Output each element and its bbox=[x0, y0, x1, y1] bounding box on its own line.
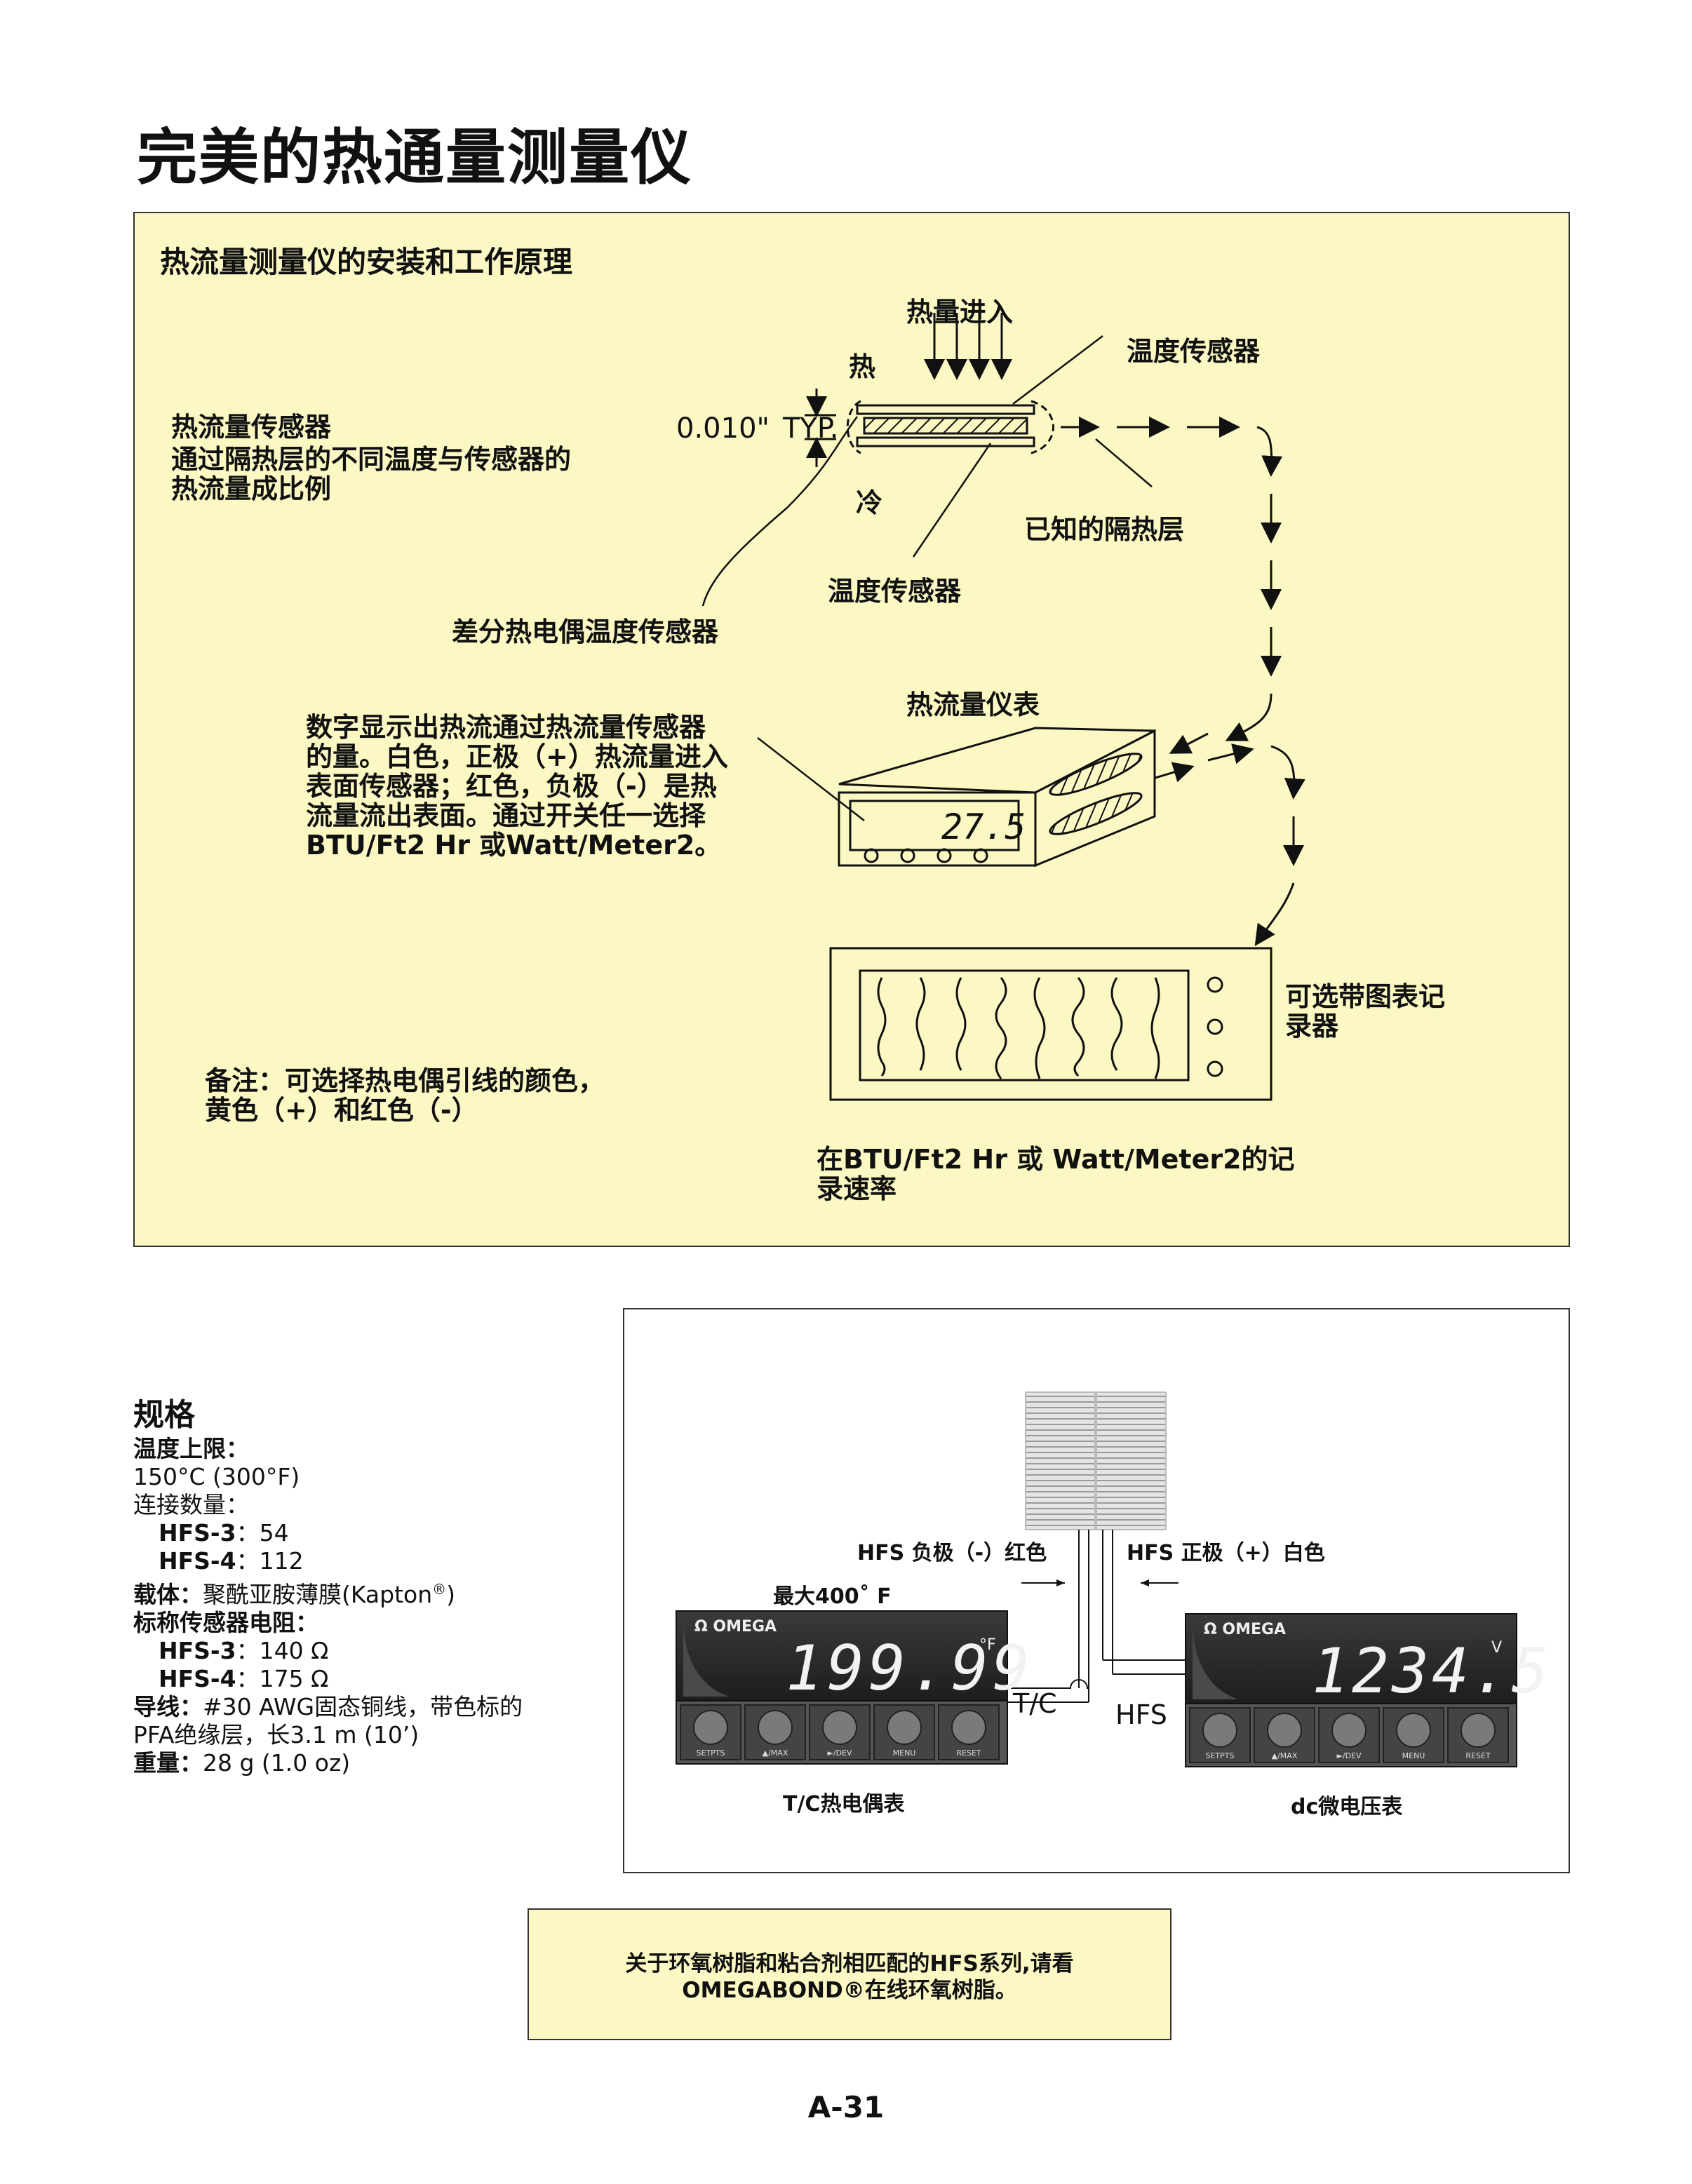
recorder-desc: 在BTU/Ft2 Hr 或 Watt/Meter2的记 录速率 bbox=[817, 1145, 1295, 1204]
spec-temp-limit-value: 150°C (300°F) bbox=[133, 1463, 300, 1490]
recorder-desc-line: 录速率 bbox=[817, 1173, 897, 1204]
spec-junction-row: HFS-4：112 bbox=[159, 1547, 304, 1575]
hot-label: 热 bbox=[849, 351, 876, 382]
display-desc-line: 表面传感器；红色，负极（-）是热 bbox=[306, 771, 717, 802]
tc-meter-caption: T/C热电偶表 bbox=[783, 1792, 905, 1816]
spec-resistance-row: HFS-4：175 Ω bbox=[159, 1665, 329, 1692]
button-label: MENU bbox=[892, 1748, 916, 1758]
button-label: SETPTS bbox=[1205, 1751, 1235, 1760]
page-number: A-31 bbox=[807, 2090, 885, 2124]
display-desc-line: 数字显示出热流通过热流量传感器 bbox=[306, 712, 706, 743]
button-label: ▲/MAX bbox=[762, 1748, 788, 1758]
spec-leads: 导线：#30 AWG固态铜线，带色标的 bbox=[133, 1693, 523, 1720]
omega-logo-right: Ω OMEGA bbox=[1204, 1621, 1287, 1638]
button-label: ►/DEV bbox=[827, 1748, 852, 1758]
dc-meter-unit: V bbox=[1491, 1639, 1503, 1657]
sensor-desc-1: 通过隔热层的不同温度与传感器的 bbox=[171, 444, 572, 475]
spec-heading: 规格 bbox=[133, 1397, 195, 1433]
wiring-svg bbox=[676, 1391, 1517, 1767]
tc-meter bbox=[676, 1610, 1008, 1765]
chart-recorder bbox=[829, 947, 1273, 1101]
display-desc-line: 流量流出表面。通过开关任一选择 bbox=[306, 800, 706, 831]
omega-logo-icon: Ω bbox=[1204, 1621, 1217, 1638]
display-desc-line: 的量。白色，正极（+）热流量进入 bbox=[306, 741, 728, 772]
hfs-negative-label: HFS 负极（-）红色 bbox=[857, 1541, 1047, 1565]
specifications: 规格 温度上限： 150°C (300°F) 连接数量： HFS-3：54 HF… bbox=[133, 1396, 624, 1777]
principle-panel: 27.5 热流量测量仪的安装和工作原理 热量进入 热 冷 温度传感器 温度传感器… bbox=[133, 212, 1570, 1247]
spec-resistance-label: 标称传感器电阻： bbox=[133, 1609, 318, 1636]
hfs-wire-label: HFS bbox=[1115, 1699, 1167, 1730]
epoxy-note: 关于环氧树脂和粘合剂相匹配的HFS系列,请看 OMEGABOND®在线环氧树脂。 bbox=[528, 1908, 1171, 2040]
sensor-title: 热流量传感器 bbox=[171, 412, 332, 443]
recorder-label-line: 录器 bbox=[1285, 1011, 1339, 1042]
dc-microvolt-meter bbox=[1185, 1613, 1517, 1767]
sensor-wires bbox=[1007, 1530, 1186, 1703]
cold-label: 冷 bbox=[856, 487, 883, 518]
thickness-label: 0.010" bbox=[676, 412, 770, 445]
spec-leads-2: PFA绝缘层，长3.1 m (10’) bbox=[133, 1721, 419, 1748]
temp-sensor-top-label: 温度传感器 bbox=[1127, 336, 1261, 367]
remark: 备注：可选择热电偶引线的颜色， 黄色（+）和红色（-） bbox=[205, 1066, 605, 1125]
hfs-positive-label: HFS 正极（+）白色 bbox=[1127, 1541, 1325, 1565]
heat-in-arrows bbox=[924, 313, 1012, 380]
epoxy-note-line: 关于环氧树脂和粘合剂相匹配的HFS系列,请看 bbox=[625, 1951, 1074, 1976]
sensor-desc-2: 热流量成比例 bbox=[171, 473, 332, 504]
display-desc: 数字显示出热流通过热流量传感器 的量。白色，正极（+）热流量进入 表面传感器；红… bbox=[306, 713, 728, 860]
barrier-label: 已知的隔热层 bbox=[1024, 514, 1185, 545]
meter-label: 热流量仪表 bbox=[906, 689, 1040, 720]
thermocouple-label: 差分热电偶温度传感器 bbox=[452, 616, 719, 647]
heat-flow-meter bbox=[757, 727, 1156, 868]
omega-logo-icon: Ω bbox=[694, 1618, 708, 1636]
recorder-label-line: 可选带图表记 bbox=[1285, 981, 1446, 1012]
heat-flux-sensor bbox=[1025, 1391, 1167, 1530]
recorder-label: 可选带图表记 录器 bbox=[1285, 982, 1445, 1041]
spec-junction-row: HFS-3：54 bbox=[159, 1519, 289, 1546]
tc-meter-display: 199.99 bbox=[786, 1632, 1034, 1704]
display-desc-line: BTU/Ft2 Hr 或Watt/Meter2。 bbox=[306, 830, 722, 861]
button-label: RESET bbox=[1465, 1751, 1491, 1760]
page-title: 完美的热通量测量仪 bbox=[137, 123, 692, 193]
recorder-desc-line: 在BTU/Ft2 Hr 或 Watt/Meter2的记 bbox=[817, 1144, 1295, 1175]
dc-meter-caption: dc微电压表 bbox=[1291, 1795, 1403, 1819]
wiring-diagram: HFS 负极（-）红色 HFS 正极（+）白色 最大400˚ F T/C HFS… bbox=[623, 1308, 1570, 1873]
omega-logo-left: Ω OMEGA bbox=[694, 1618, 777, 1636]
tc-meter-unit: °F bbox=[979, 1636, 996, 1654]
epoxy-note-line: OMEGABOND®在线环氧树脂。 bbox=[682, 1978, 1017, 2003]
temp-sensor-bottom-label: 温度传感器 bbox=[828, 576, 962, 607]
dc-meter-display: 1234.5 bbox=[1312, 1635, 1552, 1707]
button-label: RESET bbox=[956, 1748, 981, 1758]
button-label: MENU bbox=[1402, 1751, 1425, 1760]
tc-wire-label: T/C bbox=[1013, 1688, 1057, 1719]
button-label: ►/DEV bbox=[1336, 1751, 1362, 1760]
spec-weight: 重量：28 g (1.0 oz) bbox=[133, 1749, 351, 1777]
sensor-cross-section bbox=[701, 335, 1153, 607]
spec-temp-limit-label: 温度上限： bbox=[133, 1435, 249, 1462]
principle-heading: 热流量测量仪的安装和工作原理 bbox=[160, 245, 573, 279]
direction-arrowheads bbox=[1056, 1579, 1149, 1586]
button-label: SETPTS bbox=[696, 1748, 725, 1758]
typ-label: TYP. bbox=[783, 412, 839, 445]
spec-junctions-label: 连接数量： bbox=[133, 1491, 249, 1518]
signal-flow-arrows bbox=[1061, 417, 1305, 946]
spec-resistance-row: HFS-3：140 Ω bbox=[159, 1637, 329, 1664]
remark-line: 黄色（+）和红色（-） bbox=[205, 1095, 478, 1126]
button-label: ▲/MAX bbox=[1271, 1751, 1298, 1760]
heat-in-label: 热量进入 bbox=[906, 297, 1014, 328]
principle-diagram: 27.5 bbox=[701, 313, 1305, 1101]
max-temp-label: 最大400˚ F bbox=[773, 1584, 892, 1609]
remark-line: 备注：可选择热电偶引线的颜色， bbox=[205, 1065, 605, 1096]
meter-display: 27.5 bbox=[941, 807, 1026, 847]
spec-carrier: 载体：聚酰亚胺薄膜(Kapton®) bbox=[133, 1581, 456, 1608]
